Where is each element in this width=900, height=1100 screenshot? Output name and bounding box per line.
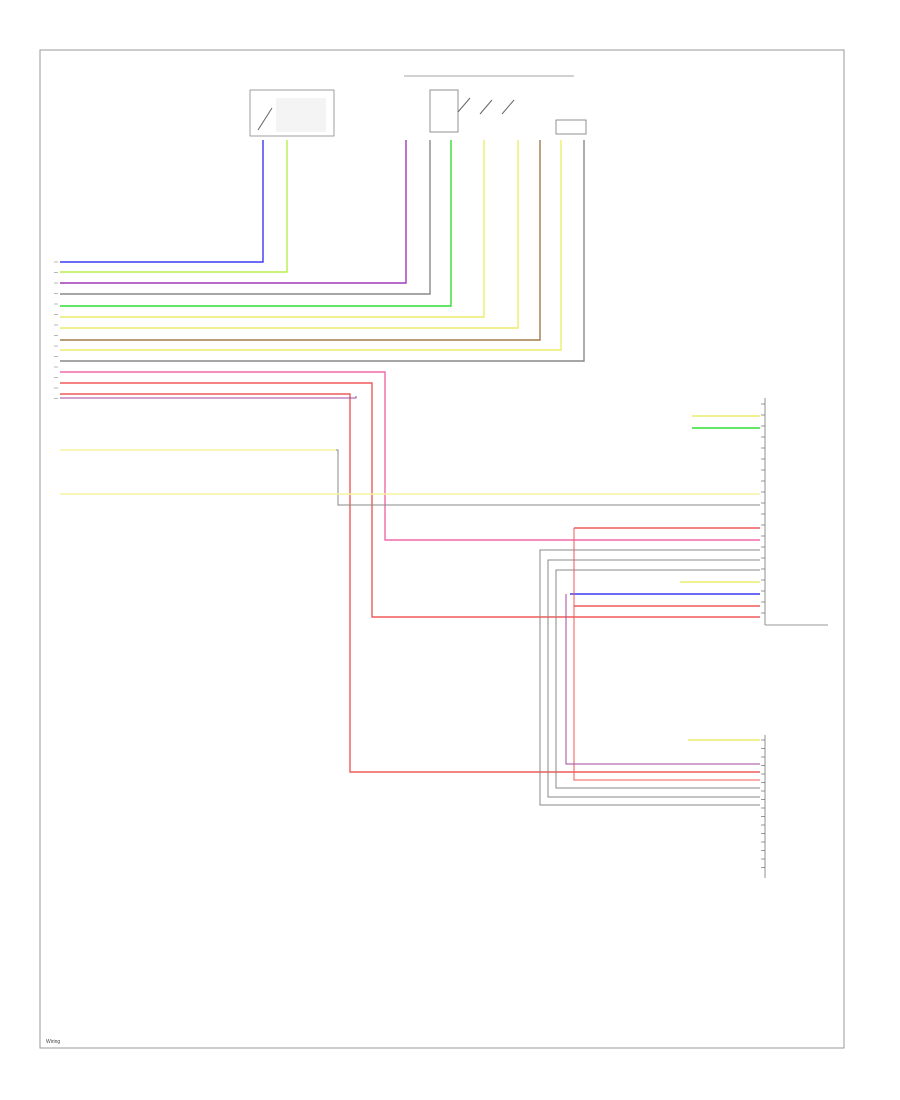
wire-violet-red xyxy=(60,396,357,399)
wire-brown xyxy=(60,140,541,341)
wire-group xyxy=(60,140,765,868)
wire-yellow-3 xyxy=(60,140,562,351)
trailer-module-connector xyxy=(764,398,828,626)
wire-blue xyxy=(60,140,264,263)
wire-gray-3 xyxy=(60,449,760,506)
wire-loop-red xyxy=(573,528,760,781)
diagram-frame xyxy=(39,49,845,1049)
wire-loop-gray-2 xyxy=(547,559,760,798)
wire-gray-2 xyxy=(60,140,585,362)
wire-loop-violet xyxy=(565,594,760,765)
wire-loop-gray-3 xyxy=(555,569,760,789)
wire-yellow-1 xyxy=(60,140,485,318)
wire-pink xyxy=(60,371,760,541)
wire-green xyxy=(60,140,452,307)
figure-id: Wiring xyxy=(46,1039,60,1045)
wire-red-2 xyxy=(60,393,760,773)
wire-loop-gray-1 xyxy=(539,549,760,806)
left-connector xyxy=(54,261,58,399)
wire-yellow-green xyxy=(60,140,288,273)
switch-component xyxy=(249,89,335,137)
module-component xyxy=(404,75,587,135)
wire-violet xyxy=(60,140,407,284)
wire-yellow-2 xyxy=(60,140,519,329)
wire-red-1 xyxy=(60,382,760,618)
wire-gray-1 xyxy=(60,140,431,295)
